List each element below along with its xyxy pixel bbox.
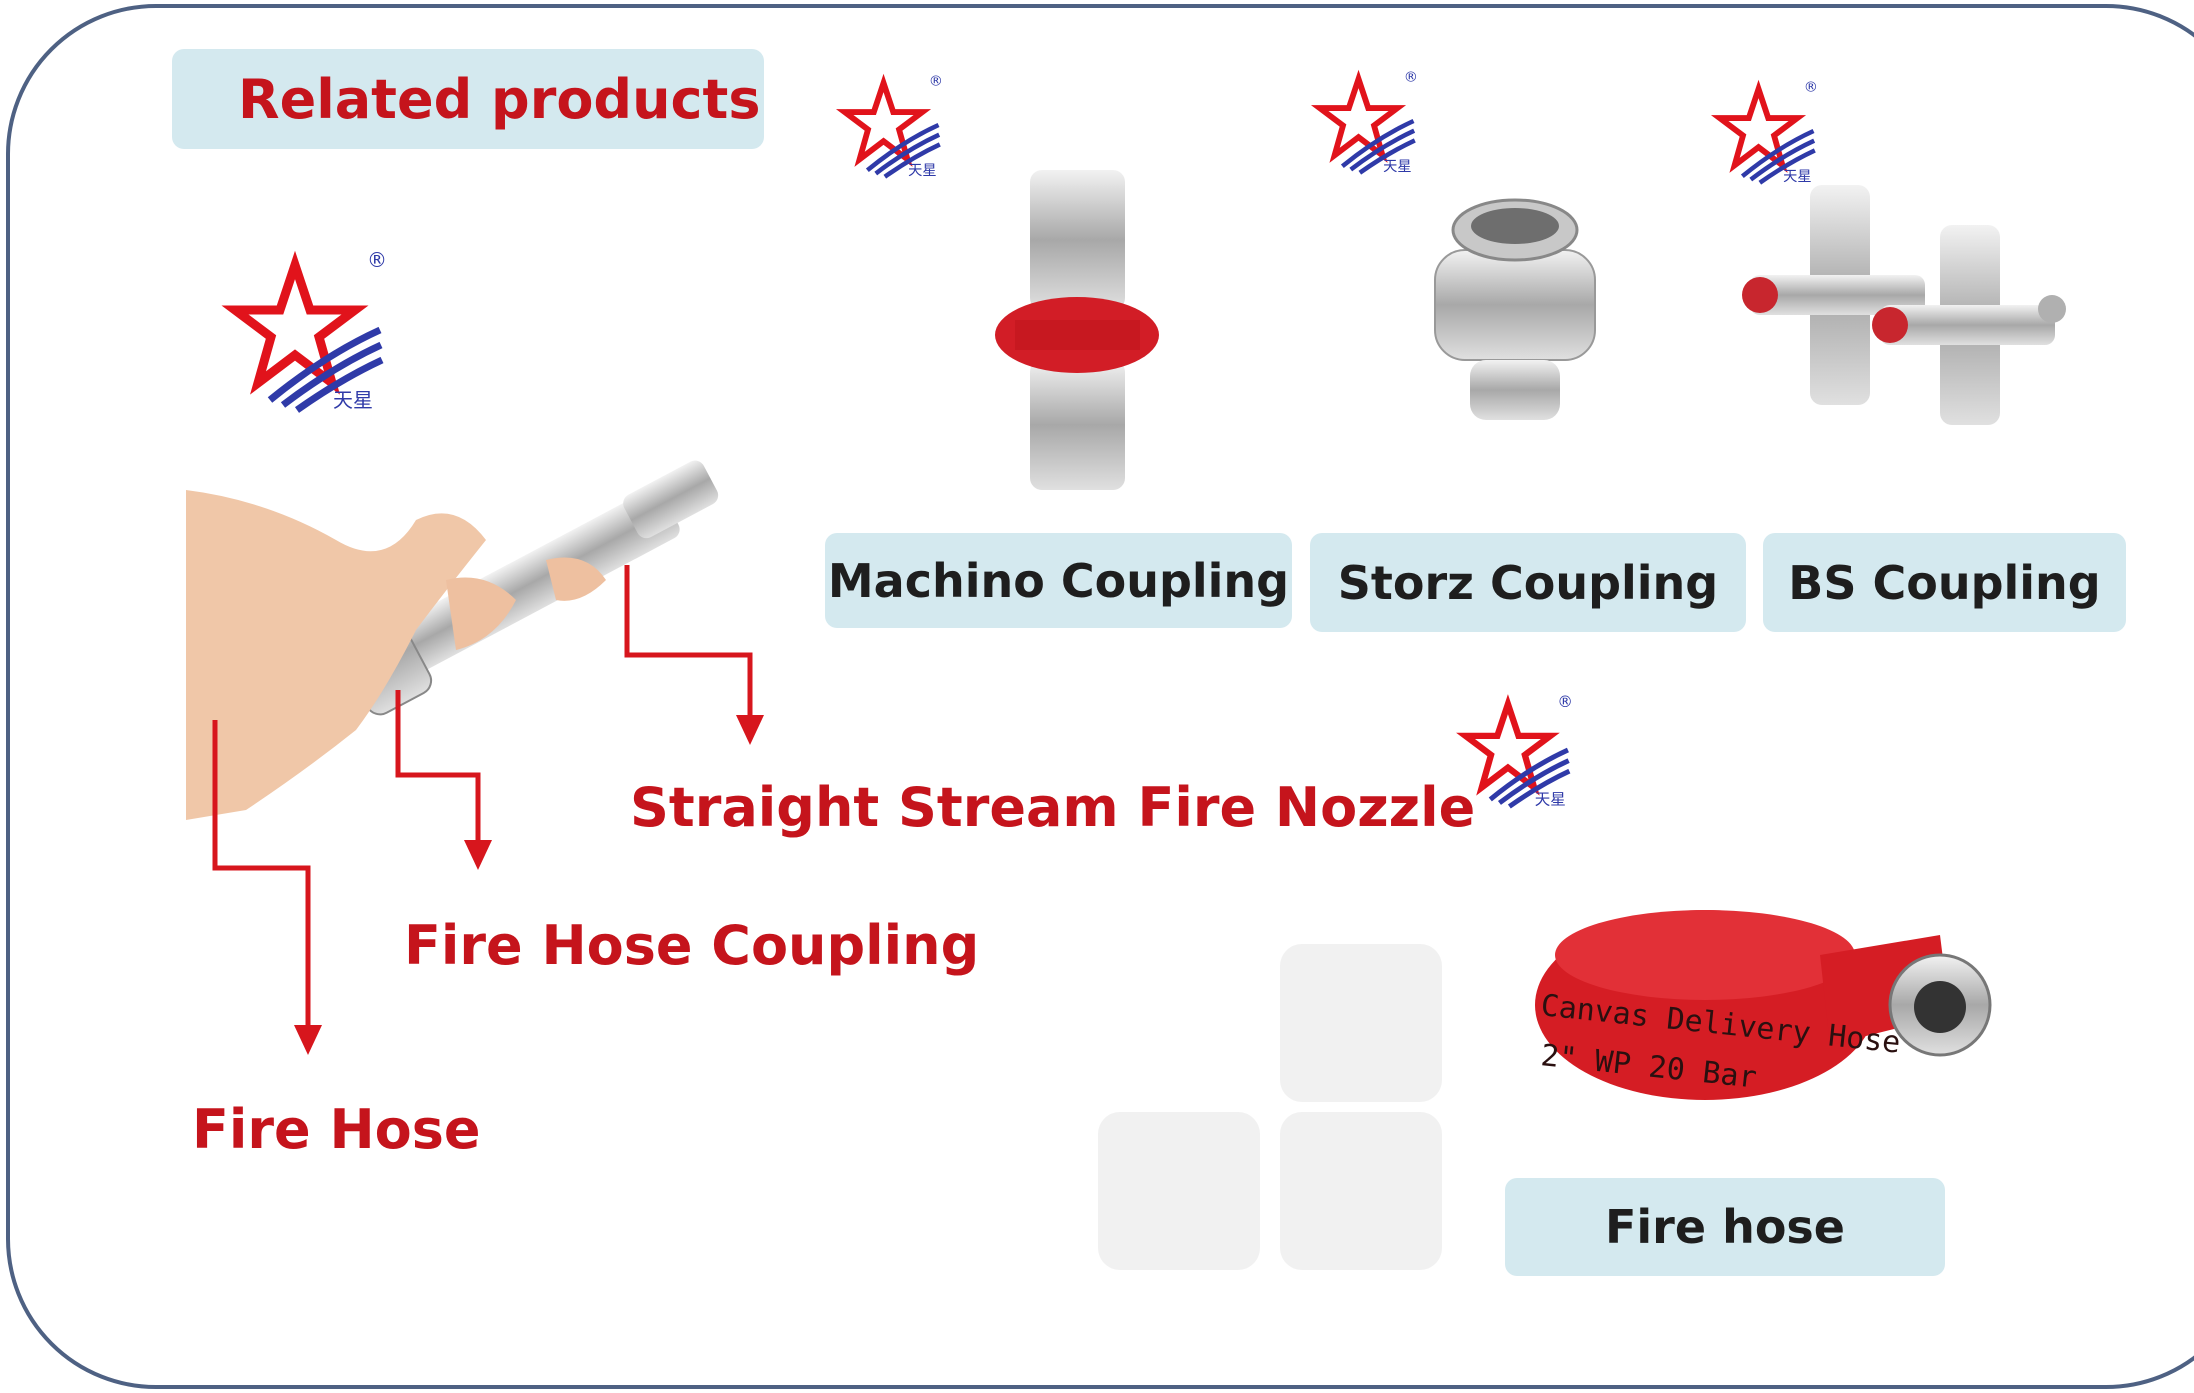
- nozzle-in-hand-photo: [186, 460, 719, 820]
- callout-coupling: Fire Hose Coupling: [404, 914, 980, 977]
- registered-mark: ®: [367, 248, 387, 272]
- fire-hose-roll-photo: Canvas Delivery Hose 2" WP 20 Bar: [1535, 910, 1992, 1100]
- tianxing-logo-4: 天星 ®: [1456, 693, 1573, 809]
- placeholder-square: [1280, 944, 1442, 1102]
- callout-hose: Fire Hose: [192, 1098, 481, 1161]
- bs-coupling-photo: [1742, 185, 2066, 425]
- tianxing-logo-3: 天星 ®: [1710, 80, 1818, 185]
- placeholder-square: [1280, 1112, 1442, 1270]
- tianxing-logo-main: 天星 ®: [221, 248, 387, 413]
- placeholder-square: [1098, 1112, 1260, 1270]
- registered-mark: ®: [1404, 70, 1418, 86]
- callout-nozzle: Straight Stream Fire Nozzle: [630, 776, 1476, 839]
- logo-text: 天星: [1383, 159, 1411, 175]
- registered-mark: ®: [1804, 80, 1818, 96]
- slide-frame: [6, 4, 2194, 1389]
- logo-text: 天星: [1783, 169, 1811, 185]
- tianxing-logo-1: 天星 ®: [835, 74, 943, 179]
- machino-coupling-photo: [995, 170, 1159, 490]
- product-label-bs: BS Coupling: [1763, 533, 2126, 632]
- registered-mark: ®: [929, 74, 943, 90]
- logo-text: 天星: [908, 163, 936, 179]
- storz-coupling-photo: [1434, 198, 1596, 420]
- product-label-machino: Machino Coupling: [825, 533, 1292, 628]
- registered-mark: ®: [1557, 693, 1573, 711]
- product-label-storz: Storz Coupling: [1310, 533, 1746, 632]
- logo-text: 天星: [333, 388, 373, 412]
- tianxing-logo-2: 天星 ®: [1310, 70, 1418, 175]
- slide-title: Related products: [172, 49, 764, 149]
- product-label-fire-hose: Fire hose: [1505, 1178, 1945, 1276]
- logo-text: 天星: [1535, 790, 1566, 808]
